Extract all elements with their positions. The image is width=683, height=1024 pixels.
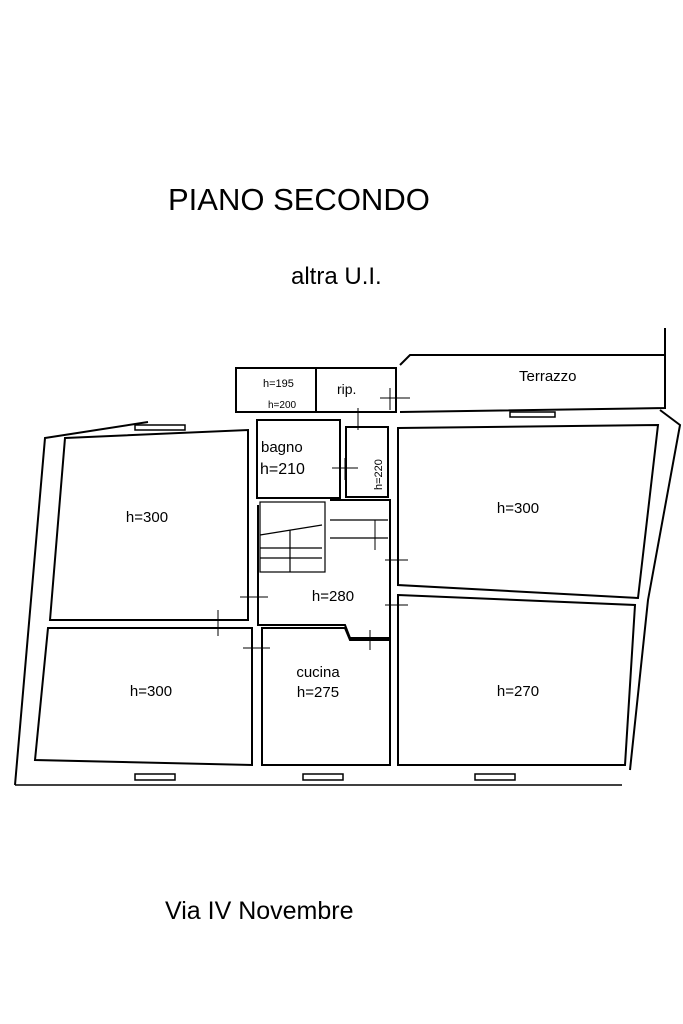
- door-marks: [217, 388, 410, 650]
- corridor-walls: [257, 499, 391, 639]
- room-label-kitchen-name: cucina: [296, 664, 340, 681]
- outer-wall-right: [629, 409, 682, 771]
- staircase: [259, 501, 388, 573]
- storage-room: [315, 367, 397, 413]
- outer-wall: [14, 421, 149, 786]
- room-label-bath-height: h=210: [260, 461, 305, 478]
- room-label-bath-name: bagno: [261, 439, 303, 456]
- room-label-top-right: h=300: [497, 500, 539, 517]
- room-label-kitchen-height: h=275: [297, 684, 339, 701]
- room-top-right: [397, 423, 660, 600]
- room-label-terrace: Terrazzo: [519, 368, 577, 385]
- plan-title: PIANO SECONDO: [168, 182, 430, 217]
- room-label-corridor: h=280: [312, 588, 354, 605]
- street-label: Via IV Novembre: [165, 897, 354, 925]
- room-label-bottom-right: h=270: [497, 683, 539, 700]
- room-bottom-left: [33, 627, 253, 767]
- bathroom: [256, 419, 341, 499]
- room-label-top-left: h=300: [126, 509, 168, 526]
- room-label-storage: rip.: [337, 381, 356, 397]
- room-top-left: [48, 428, 249, 621]
- room-bottom-right: [397, 593, 637, 766]
- room-kitchen: [261, 627, 391, 766]
- room-label-closet-h2: h=200: [268, 400, 297, 411]
- room-label-passage: h=220: [373, 459, 385, 490]
- room-label-bottom-left: h=300: [130, 683, 172, 700]
- room-label-closet-h1: h=195: [263, 378, 294, 390]
- adjacent-unit-label: altra U.I.: [291, 263, 382, 290]
- windows: [134, 411, 556, 781]
- passage: [345, 426, 389, 498]
